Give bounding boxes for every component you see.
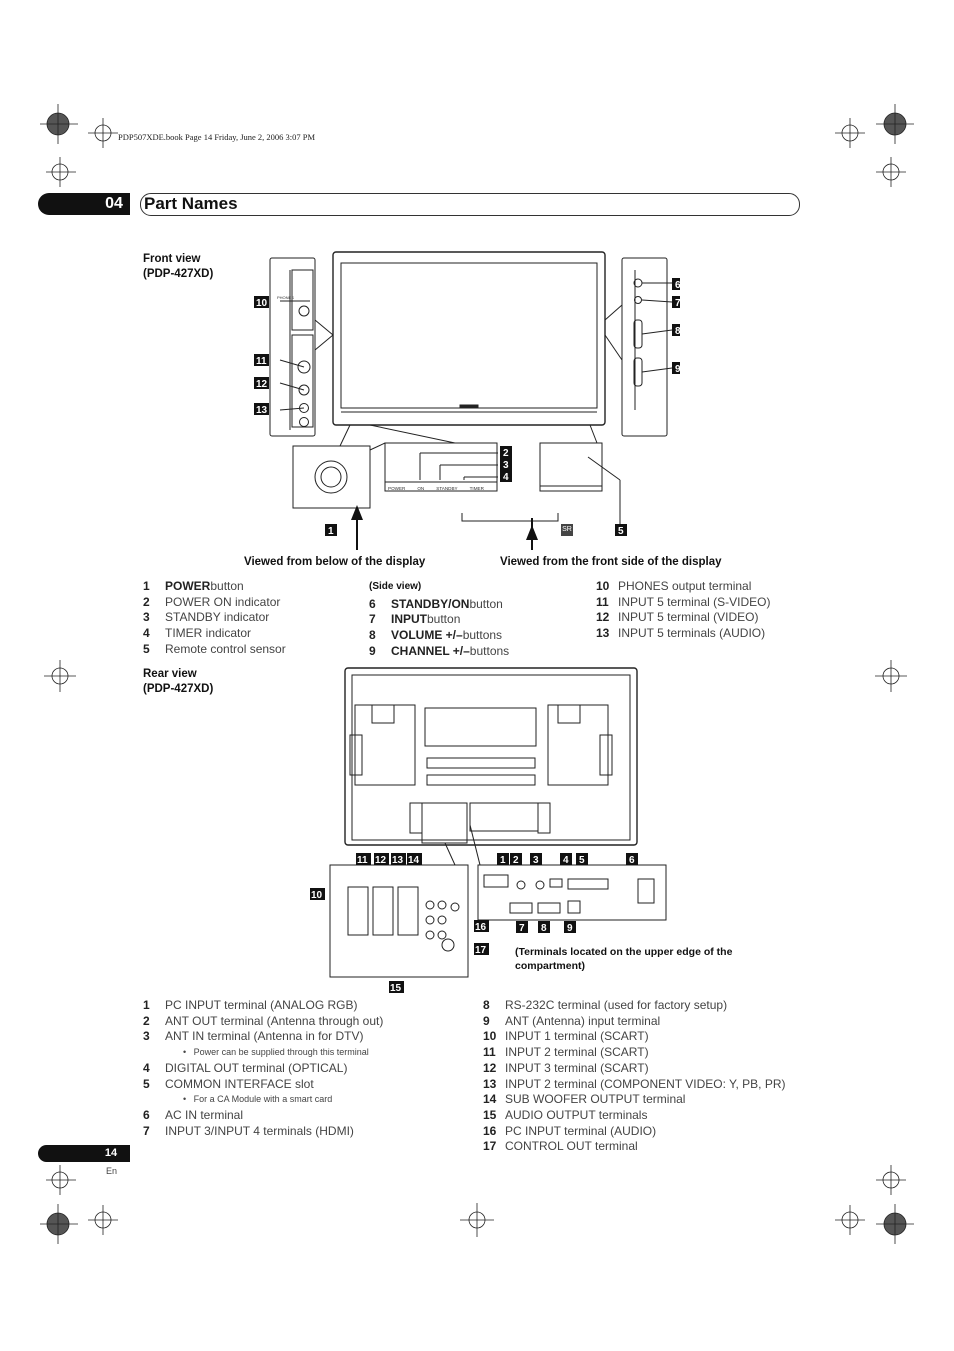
svg-text:12: 12 bbox=[256, 379, 268, 390]
chapter-tab bbox=[38, 193, 130, 215]
terminals-note: (Terminals located on the upper edge of … bbox=[515, 946, 733, 972]
front-view-title: Front view (PDP-427XD) bbox=[143, 253, 214, 280]
page-language: En bbox=[106, 1166, 118, 1176]
svg-text:17: 17 bbox=[475, 945, 487, 956]
svg-text:13: 13 bbox=[392, 855, 404, 866]
svg-text:1: 1 bbox=[328, 526, 334, 537]
legend-bullet: • Power can be supplied through this ter… bbox=[183, 1047, 369, 1058]
svg-text:4: 4 bbox=[563, 855, 569, 866]
svg-text:9: 9 bbox=[675, 364, 680, 375]
svg-text:6: 6 bbox=[629, 855, 635, 866]
page-number-tab bbox=[38, 1145, 130, 1162]
svg-text:8: 8 bbox=[675, 326, 680, 337]
indicator-label-timer: TIMER bbox=[469, 486, 484, 491]
svg-text:12: 12 bbox=[375, 855, 387, 866]
svg-text:5: 5 bbox=[579, 855, 585, 866]
indicator-label-standby: STANDBY bbox=[436, 486, 458, 491]
svg-text:8: 8 bbox=[541, 923, 547, 934]
rear-view-diagram: 11 12 13 14 10 16 17 15 1 2 3 4 5 6 7 8 … bbox=[310, 667, 667, 994]
book-info-line: PDP507XDE.book Page 14 Friday, June 2, 2… bbox=[118, 132, 316, 142]
svg-text:16: 16 bbox=[475, 922, 487, 933]
svg-text:10: 10 bbox=[311, 890, 323, 901]
svg-text:10: 10 bbox=[256, 298, 268, 309]
svg-text:3: 3 bbox=[533, 855, 539, 866]
svg-text:3: 3 bbox=[503, 460, 509, 471]
svg-text:11: 11 bbox=[256, 356, 267, 367]
phones-label: PHONES bbox=[277, 295, 294, 300]
svg-text:2: 2 bbox=[503, 448, 509, 459]
sv-badge: SR bbox=[561, 524, 573, 536]
svg-text:9: 9 bbox=[567, 923, 573, 934]
front-view-diagram: 10 11 12 13 6 7 8 9 2 3 4 1 5 bbox=[254, 251, 680, 550]
chapter-title-frame bbox=[140, 193, 800, 216]
svg-text:11: 11 bbox=[357, 855, 368, 866]
side-view-heading: (Side view) bbox=[369, 581, 422, 592]
svg-text:7: 7 bbox=[675, 298, 680, 309]
indicator-label-power: POWER bbox=[388, 486, 406, 491]
chapter-title: Part Names bbox=[144, 194, 238, 213]
svg-text:4: 4 bbox=[503, 472, 509, 483]
caption-viewed-below: Viewed from below of the display bbox=[244, 556, 426, 568]
caption-viewed-front: Viewed from the front side of the displa… bbox=[500, 556, 722, 568]
svg-text:5: 5 bbox=[618, 526, 624, 537]
svg-text:14: 14 bbox=[408, 855, 420, 866]
legend-bullet: • For a CA Module with a smart card bbox=[183, 1094, 333, 1105]
rear-view-title: Rear view (PDP-427XD) bbox=[143, 668, 214, 695]
svg-text:13: 13 bbox=[256, 405, 268, 416]
svg-text:7: 7 bbox=[519, 923, 525, 934]
indicator-labels: POWER ON STANDBY TIMER bbox=[388, 486, 484, 491]
indicator-label-on: ON bbox=[417, 486, 425, 491]
svg-text:1: 1 bbox=[500, 855, 506, 866]
chapter-number: 04 bbox=[105, 195, 123, 212]
page-number: 14 bbox=[104, 1147, 118, 1159]
svg-text:2: 2 bbox=[513, 855, 519, 866]
svg-text:15: 15 bbox=[390, 983, 402, 994]
svg-text:6: 6 bbox=[675, 280, 680, 291]
